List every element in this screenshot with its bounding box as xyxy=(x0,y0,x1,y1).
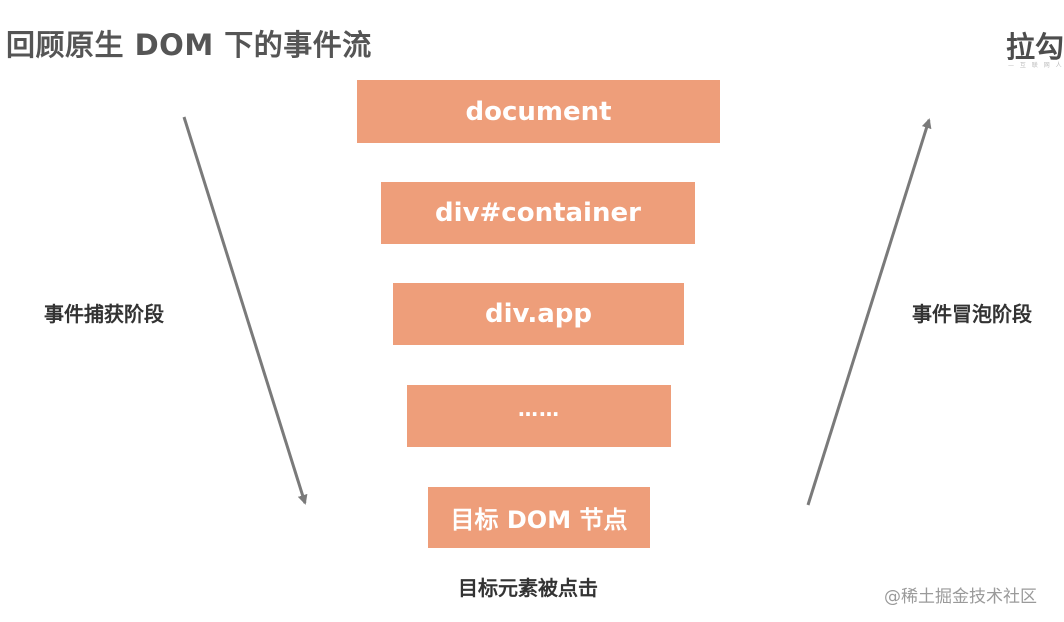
node-div-container: div#container xyxy=(381,182,695,244)
bubble-phase-label: 事件冒泡阶段 xyxy=(912,302,1032,326)
node-ellipsis: …… xyxy=(407,385,671,447)
node-div-app: div.app xyxy=(393,283,684,345)
juejin-watermark: @稀土掘金技术社区 xyxy=(884,587,1037,607)
node-target-dom: 目标 DOM 节点 xyxy=(428,487,650,548)
lagou-logo-subtitle: — 互 联 网 人 xyxy=(1008,62,1064,69)
bubble-arrow xyxy=(806,118,932,506)
target-clicked-label: 目标元素被点击 xyxy=(458,576,598,600)
capture-arrow xyxy=(182,116,308,505)
capture-phase-label: 事件捕获阶段 xyxy=(44,302,164,326)
diagram-title: 回顾原生 DOM 下的事件流 xyxy=(6,28,372,62)
node-document: document xyxy=(357,80,720,143)
lagou-logo: 拉勾 xyxy=(1006,30,1064,64)
